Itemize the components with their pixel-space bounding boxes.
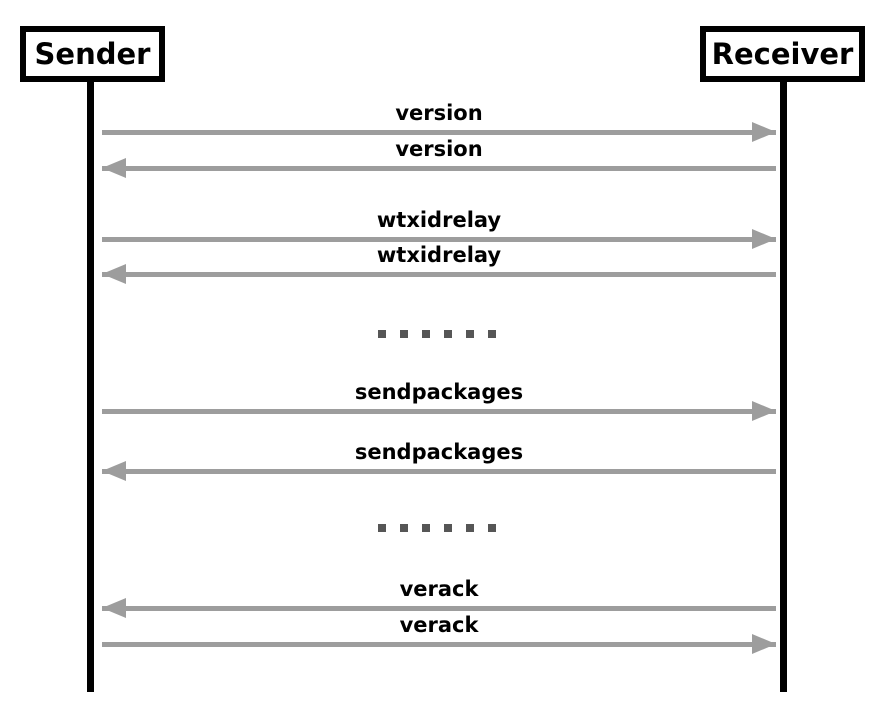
message-label: sendpackages	[354, 440, 524, 464]
message-line	[102, 469, 776, 474]
message-label: verack	[399, 613, 479, 637]
message-line	[102, 642, 776, 647]
participant-label-sender: Sender	[34, 36, 151, 71]
message-line	[102, 130, 776, 135]
message-line	[102, 606, 776, 611]
arrowhead-left-icon	[102, 598, 126, 618]
participant-box-receiver[interactable]: Receiver	[700, 26, 865, 82]
ellipsis-2	[378, 524, 496, 532]
arrowhead-right-icon	[752, 401, 776, 421]
ellipsis-dot	[378, 524, 386, 532]
arrowhead-left-icon	[102, 461, 126, 481]
ellipsis-dot	[488, 330, 496, 338]
message-label: verack	[399, 577, 479, 601]
message-line	[102, 237, 776, 242]
ellipsis-dot	[444, 524, 452, 532]
ellipsis-1	[378, 330, 496, 338]
ellipsis-dot	[400, 524, 408, 532]
message-line	[102, 409, 776, 414]
message-label: wtxidrelay	[376, 243, 502, 267]
arrowhead-right-icon	[752, 122, 776, 142]
ellipsis-dot	[422, 330, 430, 338]
arrowhead-left-icon	[102, 264, 126, 284]
participant-box-sender[interactable]: Sender	[20, 26, 165, 82]
ellipsis-dot	[444, 330, 452, 338]
ellipsis-dot	[488, 524, 496, 532]
arrowhead-left-icon	[102, 158, 126, 178]
participant-label-receiver: Receiver	[711, 36, 854, 71]
message-label: version	[395, 101, 483, 125]
ellipsis-dot	[422, 524, 430, 532]
arrowhead-right-icon	[752, 634, 776, 654]
message-label: sendpackages	[354, 380, 524, 404]
message-line	[102, 272, 776, 277]
message-label: version	[395, 137, 483, 161]
ellipsis-dot	[466, 524, 474, 532]
message-label: wtxidrelay	[376, 208, 502, 232]
ellipsis-dot	[400, 330, 408, 338]
lifeline-sender	[87, 82, 94, 692]
ellipsis-dot	[466, 330, 474, 338]
lifeline-receiver	[780, 82, 787, 692]
arrowhead-right-icon	[752, 229, 776, 249]
message-line	[102, 166, 776, 171]
ellipsis-dot	[378, 330, 386, 338]
